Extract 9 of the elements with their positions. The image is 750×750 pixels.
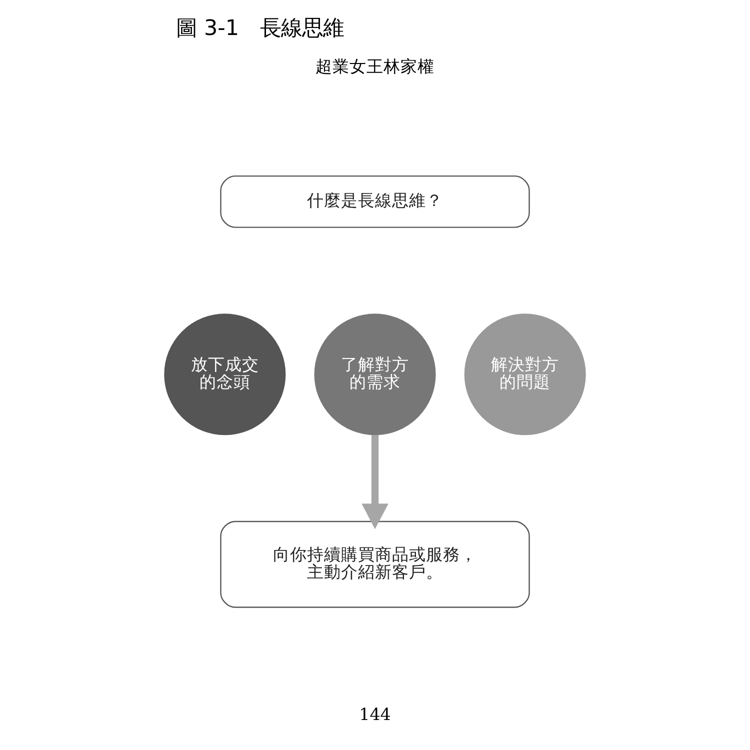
node-circle: 放下成交的念頭 — [164, 314, 286, 436]
label: 144 — [359, 705, 391, 724]
diagram-title: 圖 3-1 長線思維 — [176, 16, 344, 41]
node-box: 向你持續購買商品或服務，主動介紹新客戶。 — [220, 520, 530, 608]
label: 超業女王林家權 — [316, 57, 434, 76]
node-circle: 了解對方的需求 — [314, 314, 436, 436]
node-circle: 解決對方的問題 — [464, 314, 586, 436]
arrow — [362, 434, 388, 530]
node-box: 什麼是長線思維？ — [220, 175, 530, 228]
